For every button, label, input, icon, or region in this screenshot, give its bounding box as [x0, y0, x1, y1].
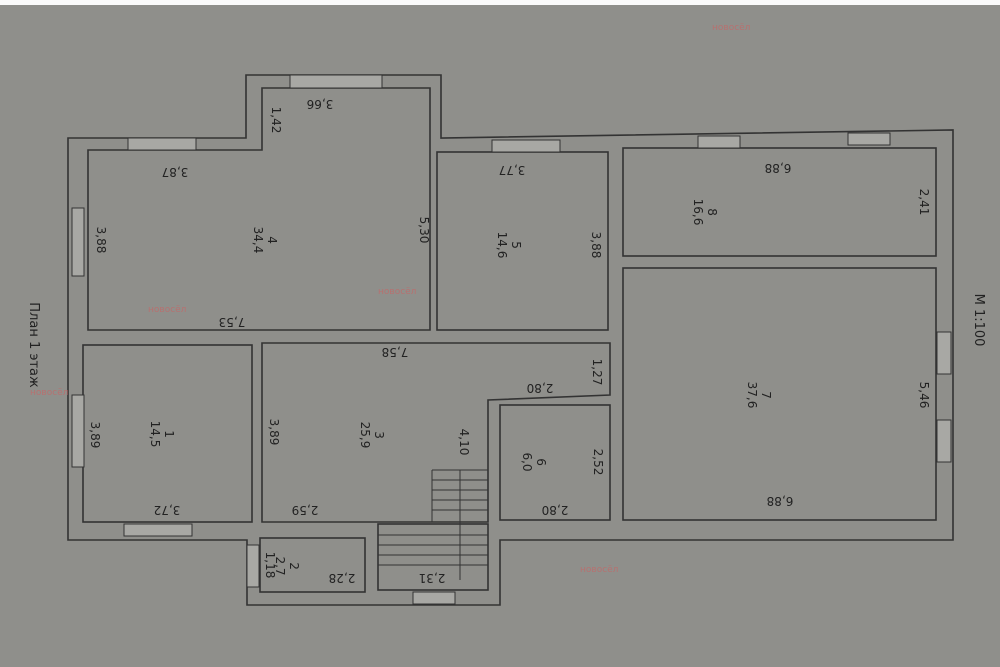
- dim: 2,80: [527, 381, 554, 395]
- watermark-logo: новосёл: [30, 388, 68, 398]
- room-8-number: 8: [705, 208, 719, 216]
- dim: 3,66: [307, 97, 334, 111]
- svg-text:434,4: 434,4: [251, 227, 279, 254]
- svg-text:514,6: 514,6: [495, 232, 523, 259]
- dim: 3,87: [162, 165, 189, 179]
- dim: 6,88: [767, 494, 794, 508]
- svg-text:816,6: 816,6: [691, 199, 719, 226]
- dim: 7,53: [219, 315, 246, 329]
- dim: 6,88: [765, 161, 792, 175]
- svg-text:22,7: 22,7: [273, 556, 301, 575]
- dim: 3,88: [94, 227, 108, 254]
- dim: 5,46: [917, 382, 931, 409]
- stair-steps: [378, 469, 488, 580]
- room-2-number: 2: [287, 562, 301, 570]
- room-8-outline: [622, 147, 937, 257]
- room-4-number: 4: [265, 236, 279, 244]
- room-1-area: 14,5: [148, 421, 162, 448]
- dim: 1,42: [269, 107, 283, 134]
- dim: 2,59: [292, 503, 319, 517]
- watermark-logo: новосёл: [712, 23, 750, 33]
- room-3-number: 3: [372, 431, 386, 439]
- room-4-area: 34,4: [251, 227, 265, 254]
- dim: 2,52: [591, 449, 605, 476]
- dim: 1,27: [590, 359, 604, 386]
- plan-title: План 1 этаж: [26, 302, 41, 388]
- room-6-outline: [499, 404, 611, 521]
- room-4-outline: [87, 87, 431, 331]
- dim: 4,10: [457, 429, 471, 456]
- room-7-area: 37,6: [745, 382, 759, 409]
- room-2-outline: [259, 537, 366, 593]
- room-5-number: 5: [509, 241, 523, 249]
- dim: 3,89: [88, 422, 102, 449]
- watermark-logo: новосёл: [148, 305, 186, 315]
- watermarks: новосёл новосёл новосёл новосёл новосёл: [30, 23, 750, 575]
- room-1-number: 1: [162, 430, 176, 438]
- svg-text:66,0: 66,0: [520, 452, 548, 471]
- dim: 2,80: [542, 503, 569, 517]
- top-strip: [0, 0, 1000, 5]
- watermark-logo: новосёл: [580, 565, 618, 575]
- dim: 5,30: [417, 217, 431, 244]
- svg-text:114,5: 114,5: [148, 421, 176, 448]
- room-labels: 114,5 22,7 325,9 434,4 514,6 66,0 737,6 …: [148, 199, 773, 576]
- stairs-bottom-dim: 2,31: [419, 571, 446, 585]
- dim: 1,18: [263, 552, 277, 579]
- dim: 3,89: [267, 419, 281, 446]
- room-8-area: 16,6: [691, 199, 705, 226]
- windows: [71, 74, 952, 605]
- room-2-area: 2,7: [273, 556, 287, 575]
- room-7-outline: [622, 267, 937, 521]
- svg-text:325,9: 325,9: [358, 422, 386, 449]
- dim: 3,72: [154, 503, 181, 517]
- watermark-logo: новосёл: [378, 287, 416, 297]
- outer-wall: [67, 74, 954, 606]
- room-7-number: 7: [759, 391, 773, 399]
- room-5-area: 14,6: [495, 232, 509, 259]
- dim: 3,77: [499, 163, 526, 177]
- stairs-outline: [377, 523, 489, 591]
- dim: 2,41: [917, 189, 931, 216]
- dimensions: 3,87 3,66 1,42 3,88 5,30 7,53 3,77 3,88 …: [88, 97, 931, 585]
- room-6-area: 6,0: [520, 452, 534, 471]
- scale-label: М 1:100: [971, 294, 986, 347]
- dim: 2,28: [329, 571, 356, 585]
- room-3-area: 25,9: [358, 422, 372, 449]
- dim: 3,88: [589, 232, 603, 259]
- room-6-number: 6: [534, 458, 548, 466]
- room-3-outline: [261, 342, 611, 523]
- dim: 7,58: [382, 345, 409, 359]
- svg-text:737,6: 737,6: [745, 382, 773, 409]
